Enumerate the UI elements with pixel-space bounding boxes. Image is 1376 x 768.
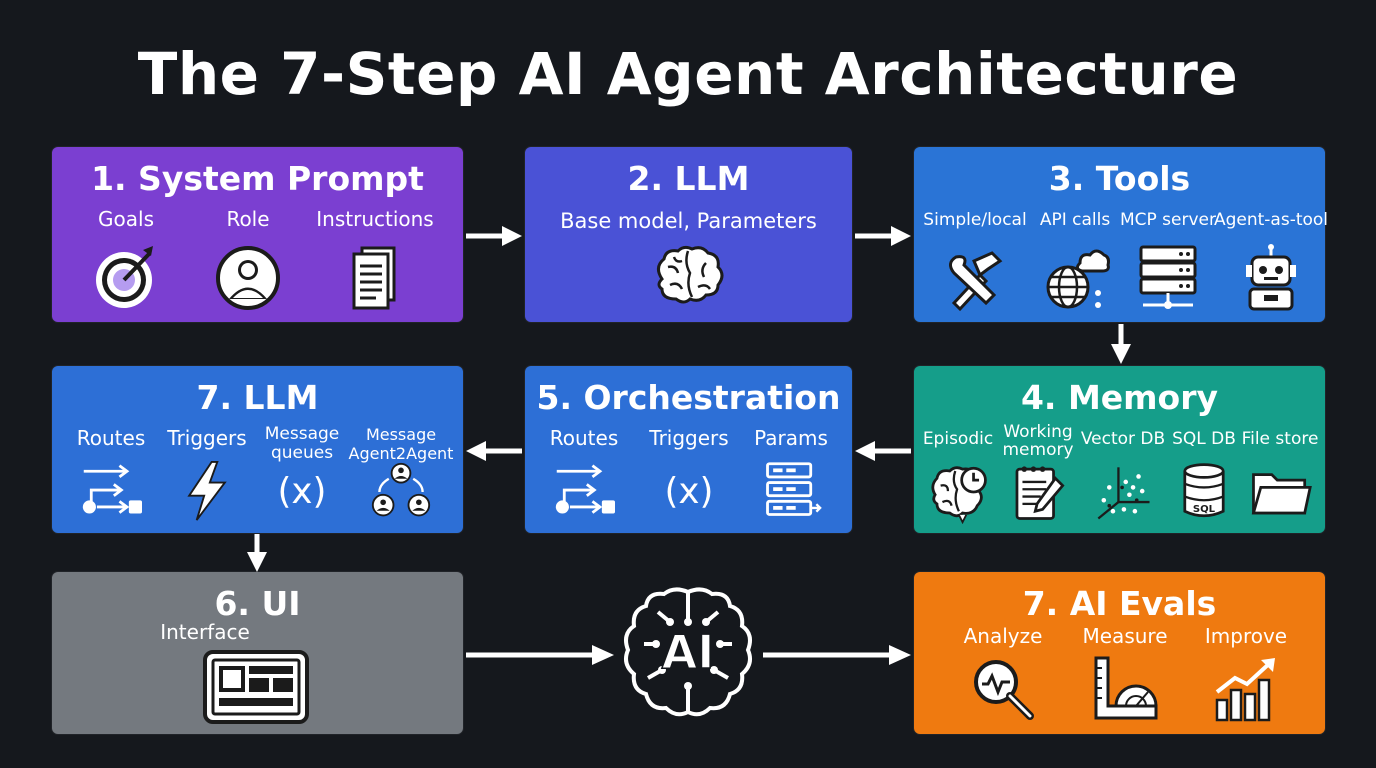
box-llm-7: 7. LLM Routes Triggers Message queues Me…	[52, 366, 463, 533]
arrow-ai-to-evals	[763, 643, 913, 667]
orchestration-routes-label: Routes	[549, 426, 619, 450]
tools-heading: 3. Tools	[1048, 159, 1191, 198]
user-icon	[213, 242, 283, 312]
arrow-6-to-ai	[466, 643, 616, 667]
svg-text:SQL: SQL	[1193, 504, 1216, 515]
llm7-triggers-label: Triggers	[167, 426, 247, 450]
llm7-message-agent2agent-label: Message Agent2Agent	[348, 425, 454, 463]
routes-icon	[551, 460, 617, 522]
page-title: The 7-Step AI Agent Architecture	[137, 40, 1239, 108]
globe-cloud-icon	[1040, 243, 1110, 313]
orchestration-params-label: Params	[754, 426, 828, 450]
memory-episodic-label: Episodic	[922, 429, 994, 449]
ui-heading: 6. UI	[214, 584, 301, 623]
llm7-routes-label: Routes	[76, 426, 146, 450]
arrow-2-to-3	[855, 224, 911, 248]
memory-vector-db-label: Vector DB	[1080, 429, 1166, 449]
llm-heading: 2. LLM	[627, 159, 750, 198]
box-orchestration: 5. Orchestration Routes Triggers Params …	[525, 366, 852, 533]
instructions-label: Instructions	[316, 207, 434, 231]
arrow-3-to-4	[1109, 324, 1133, 364]
tool-mcp-server-label: MCP server	[1119, 210, 1217, 230]
orchestration-triggers-label: Triggers	[649, 426, 729, 450]
box-system-prompt: 1. System Prompt Goals Role Instructions	[52, 147, 463, 322]
evals-improve-label: Improve	[1204, 624, 1288, 648]
target-icon	[91, 242, 161, 312]
box-ui: 6. UI Interface	[52, 572, 463, 734]
llm-subtitle: Base model, Parameters	[560, 209, 817, 233]
llm7-message-queues-label: Message queues	[264, 424, 340, 463]
magnifier-icon	[968, 654, 1038, 724]
growth-chart-icon	[1211, 654, 1281, 724]
lightning-icon	[174, 460, 240, 522]
box-memory: 4. Memory Episodic Working memory Vector…	[914, 366, 1325, 533]
arrow-5-to-7	[466, 439, 522, 463]
llm7-heading: 7. LLM	[196, 378, 319, 417]
tools-icon	[940, 243, 1010, 313]
brain-clock-icon	[926, 460, 990, 524]
params-icon	[758, 460, 824, 522]
variable-icon: (x)	[656, 460, 722, 522]
variable-icon-text: (x)	[665, 471, 714, 512]
tool-simple-local-label: Simple/local	[923, 210, 1027, 230]
evals-analyze-label: Analyze	[963, 624, 1043, 648]
brain-icon	[648, 243, 728, 309]
database-icon: SQL	[1172, 460, 1236, 524]
ai-brain-text: AI	[662, 625, 715, 679]
memory-sql-db-label: SQL DB	[1172, 429, 1236, 449]
evals-measure-label: Measure	[1082, 624, 1168, 648]
box-tools: 3. Tools Simple/local API calls MCP serv…	[914, 147, 1329, 322]
memory-working-label: Working memory	[1002, 422, 1074, 460]
role-label: Role	[226, 207, 270, 231]
memory-heading: 4. Memory	[1020, 378, 1219, 417]
system-prompt-heading: 1. System Prompt	[91, 159, 424, 198]
ai-evals-heading: 7. AI Evals	[1022, 584, 1217, 623]
arrow-4-to-5	[855, 439, 911, 463]
routes-icon	[78, 460, 144, 522]
tool-api-calls-label: API calls	[1039, 210, 1111, 230]
robot-icon	[1236, 243, 1306, 313]
notepad-icon	[1006, 460, 1070, 524]
memory-file-store-label: File store	[1241, 429, 1319, 449]
ruler-protractor-icon	[1090, 654, 1160, 724]
ai-brain-icon: AI	[618, 582, 758, 724]
agents-icon	[368, 460, 434, 522]
goals-label: Goals	[98, 207, 154, 231]
orchestration-heading: 5. Orchestration	[536, 378, 841, 417]
tablet-icon	[201, 648, 311, 726]
folder-icon	[1248, 460, 1312, 524]
box-ai-evals: 7. AI Evals Analyze Measure Improve	[914, 572, 1325, 734]
vector-scatter-icon	[1091, 460, 1155, 524]
variable-icon-text: (x)	[278, 471, 327, 512]
tool-agent-as-tool-label: Agent-as-tool	[1213, 210, 1329, 230]
ui-subtitle: Interface	[160, 620, 250, 644]
server-icon	[1133, 243, 1203, 313]
document-icon	[340, 242, 410, 312]
variable-icon: (x)	[269, 460, 335, 522]
arrow-7-to-6	[245, 534, 269, 572]
box-llm: 2. LLM Base model, Parameters	[525, 147, 852, 322]
arrow-1-to-2	[466, 224, 522, 248]
